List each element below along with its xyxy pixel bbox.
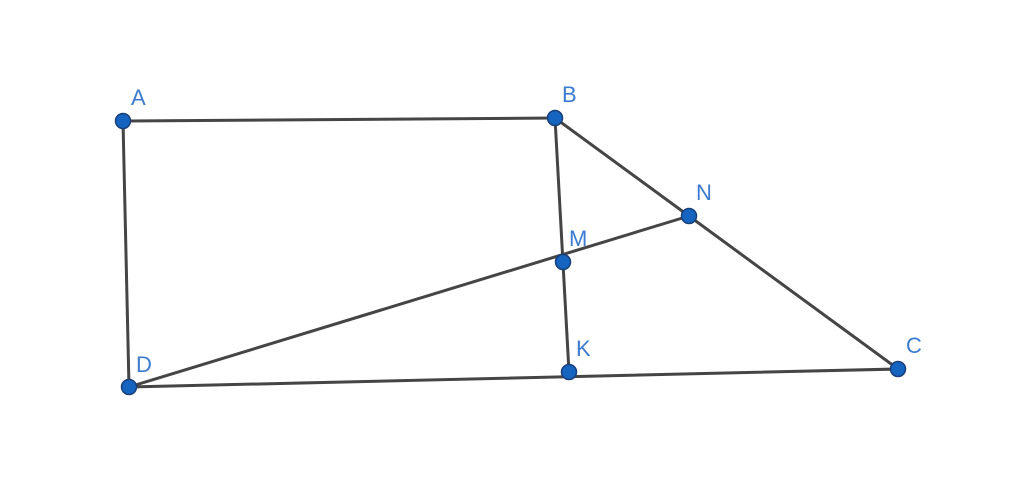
- point-label-a: A: [131, 85, 146, 110]
- point-label-b: B: [562, 82, 577, 107]
- point-label-m: M: [569, 226, 587, 251]
- segments-layer: [121, 116, 900, 389]
- point-c[interactable]: [889, 360, 907, 378]
- point-n[interactable]: [680, 207, 698, 225]
- point-label-c: C: [906, 333, 922, 358]
- point-b[interactable]: [546, 109, 564, 127]
- segment-ad: [121, 119, 131, 389]
- segment-dn: [127, 214, 691, 389]
- point-a[interactable]: [114, 112, 132, 130]
- point-d[interactable]: [120, 378, 138, 396]
- segment-bc: [553, 116, 900, 371]
- point-k[interactable]: [560, 363, 578, 381]
- points-layer: [114, 109, 907, 396]
- point-label-d: D: [136, 352, 152, 377]
- labels-layer: A B C D M N K: [131, 82, 922, 377]
- point-label-n: N: [696, 180, 712, 205]
- point-m[interactable]: [554, 253, 572, 271]
- segment-dc: [127, 367, 900, 389]
- segment-bk: [553, 116, 571, 374]
- segment-ab: [121, 116, 557, 123]
- point-label-k: K: [576, 336, 591, 361]
